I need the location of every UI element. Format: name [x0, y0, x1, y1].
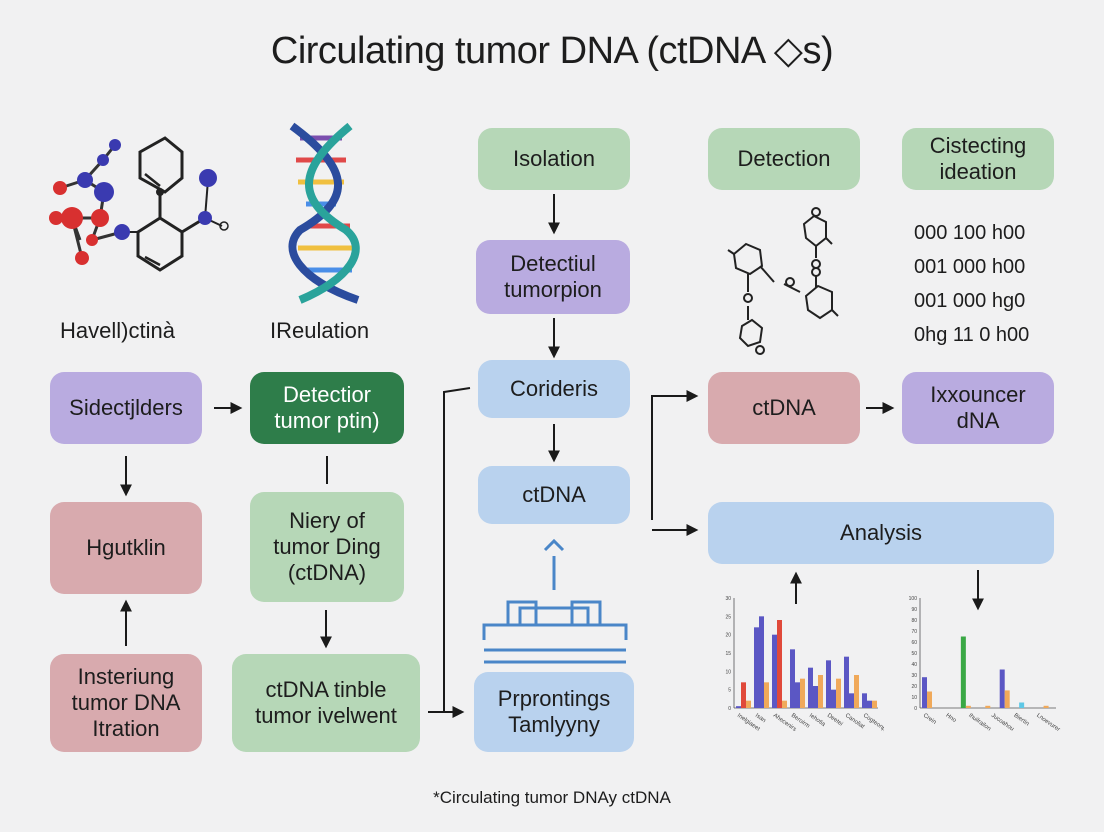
y-tick-label: 30 [911, 673, 917, 679]
y-tick-label: 0 [914, 706, 917, 712]
bar [965, 705, 971, 708]
bar [790, 649, 795, 708]
bar [818, 675, 823, 708]
y-tick-label: 5 [728, 688, 731, 694]
detectiul-tumorpion-box: Detectiul tumorpion [476, 240, 630, 314]
y-tick-label: 10 [911, 695, 917, 701]
y-tick-label: 20 [911, 684, 917, 690]
corideris-box: Corideris [478, 360, 630, 418]
ctdna-right-box: ctDNA [708, 372, 860, 444]
y-tick-label: 0 [728, 706, 731, 712]
bar [764, 682, 769, 708]
bar [927, 691, 932, 708]
bar [836, 678, 841, 708]
bar [795, 682, 800, 708]
y-tick-label: 80 [911, 618, 917, 624]
chemical-structure-illustration [727, 207, 839, 355]
bar [736, 706, 741, 708]
page-title: Circulating tumor DNA (ctDNA ◇s) [270, 30, 834, 72]
ctdna-tinble-box: ctDNA tinble tumor ivelwent [232, 654, 420, 752]
x-tick-label: Jucoahou [990, 713, 1015, 733]
y-tick-label: 60 [911, 640, 917, 646]
bar [754, 627, 759, 708]
molecule-illustration [49, 136, 229, 272]
bar [1019, 702, 1025, 708]
footnote: *Circulating tumor DNAy ctDNA [433, 788, 671, 807]
bar [777, 620, 782, 708]
ixxouncer-box: Ixxouncer dNA [902, 372, 1054, 444]
code-line: 000 100 h00 [914, 222, 1026, 244]
bar [1043, 705, 1049, 708]
y-tick-label: 70 [911, 629, 917, 635]
bar [854, 675, 859, 708]
y-tick-label: 40 [911, 662, 917, 668]
bar [985, 705, 991, 708]
bar [808, 667, 813, 708]
bar [999, 669, 1005, 708]
bar [800, 678, 805, 708]
bar [849, 693, 854, 708]
y-tick-label: 15 [725, 651, 731, 657]
y-tick-label: 100 [909, 596, 918, 602]
x-tick-label: Ihuilrailon [967, 713, 991, 733]
y-tick-label: 25 [725, 614, 731, 620]
bar [741, 682, 746, 708]
insteriung-box: Insteriung tumor DNA Itration [50, 654, 202, 752]
network-icon [482, 538, 628, 664]
dna-caption: IReulation [270, 318, 370, 343]
bar [844, 656, 849, 708]
bar [831, 689, 836, 708]
bar [813, 686, 818, 708]
dna-helix-illustration [288, 122, 360, 304]
molecule-caption: Havell)ctinà [60, 318, 175, 343]
bar [862, 693, 867, 708]
bar [826, 660, 831, 708]
x-tick-label: Deetei [826, 713, 844, 728]
bar [1004, 690, 1010, 708]
x-tick-label: Crein [922, 713, 937, 726]
x-tick-label: Biertin [1013, 713, 1030, 728]
y-tick-label: 30 [725, 596, 731, 602]
code-line: 001 000 hg0 [914, 290, 1026, 312]
isolation-box: Isolation [478, 128, 630, 190]
niery-tumor-box: Niery of tumor Ding (ctDNA) [250, 492, 404, 602]
prprontings-box: Prprontings Tamlyyny [474, 672, 634, 752]
hgutklin-box: Hgutklin [50, 502, 202, 594]
x-tick-label: Cogteonpy [862, 713, 884, 735]
detectior-box: Detectior tumor ptin) [250, 372, 404, 444]
code-line: 001 000 h00 [914, 256, 1026, 278]
ctdna-middle-box: ctDNA [478, 466, 630, 524]
x-tick-label: Iehotia [808, 713, 827, 729]
cistecting-ideation-box: Cistecting ideation [902, 128, 1054, 190]
y-tick-label: 10 [725, 669, 731, 675]
detection-box: Detection [708, 128, 860, 190]
code-line: 0hg 11 0 h00 [914, 324, 1030, 346]
sidectjlders-box: Sidectjlders [50, 372, 202, 444]
bar [746, 700, 751, 708]
bar [867, 700, 872, 708]
y-tick-label: 20 [725, 633, 731, 639]
x-tick-label: Hno [945, 713, 958, 725]
bar [960, 636, 966, 708]
bar [759, 616, 764, 708]
bar [922, 677, 927, 708]
x-tick-label: Isan [754, 713, 767, 724]
bar [782, 700, 787, 708]
x-tick-label: Lnoevurer [1035, 713, 1061, 733]
bar [872, 700, 877, 708]
y-tick-label: 50 [911, 651, 917, 657]
analysis-box: Analysis [708, 502, 1054, 564]
y-tick-label: 90 [911, 607, 917, 613]
bar [772, 634, 777, 708]
